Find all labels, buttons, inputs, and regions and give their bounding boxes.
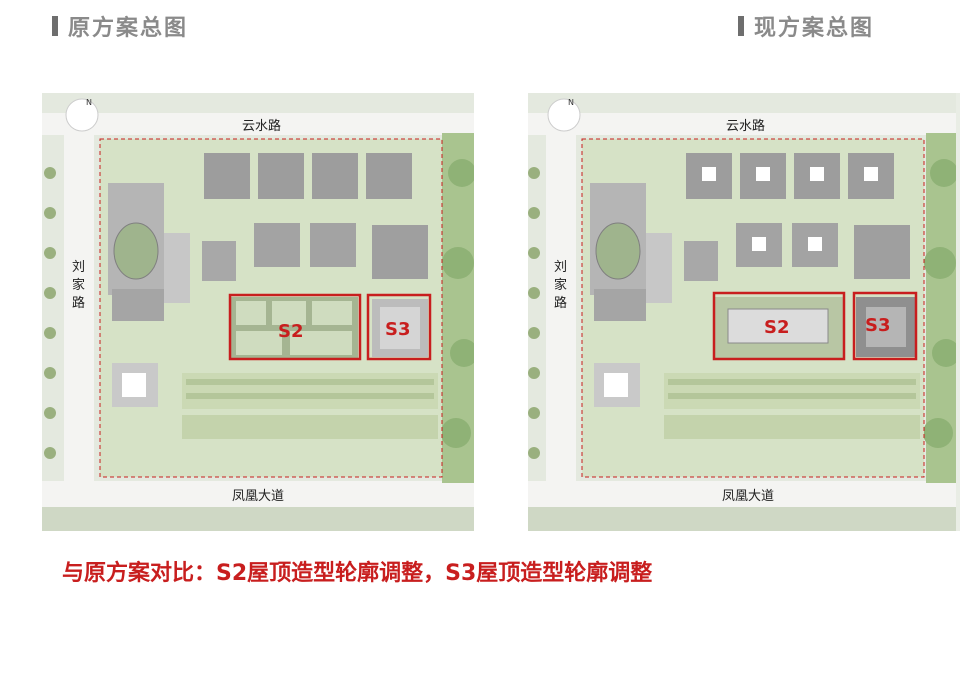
south-road [528,481,956,507]
heading-text: 原方案总图 [68,16,189,41]
comparison-caption: 与原方案对比：S2屋顶造型轮廓调整，S3屋顶造型轮廓调整 [62,561,653,586]
heading-marker [738,16,744,36]
s3-label: S3 [385,319,411,340]
north-arrow-icon [65,98,99,132]
west-road [64,133,94,531]
north-arrow-label: N [568,98,574,107]
s3-highlight-box [366,293,432,361]
site-plan-drawing: N [42,93,474,531]
s2-highlight-box [712,291,846,361]
s2-label: S2 [764,317,790,338]
road-label-west: 刘家路 [554,260,567,311]
current-plan-heading: 现方案总图 [738,10,874,42]
original-site-plan: N [42,93,474,531]
north-road [42,113,474,135]
road-label-north: 云水路 [726,118,765,134]
heading-text: 现方案总图 [754,16,875,41]
north-road [528,113,956,135]
current-site-plan: N 云水路 凤凰大道 刘家路 S2 S3 [528,93,960,531]
road-label-south: 凤凰大道 [722,489,774,504]
north-arrow-icon [547,98,581,132]
north-arrow-label: N [86,98,92,107]
s2-highlight-box [228,293,362,361]
s3-label: S3 [865,315,891,336]
site-plan-drawing: N 云水路 凤凰大道 刘家路 S2 S3 [528,93,956,531]
west-road [546,133,576,531]
road-label-north: 云水路 [242,118,281,134]
road-label-south: 凤凰大道 [232,489,284,504]
s3-highlight-box [852,291,918,361]
s2-label: S2 [278,321,304,342]
heading-marker [52,16,58,36]
south-road [42,481,474,507]
original-plan-heading: 原方案总图 [52,10,188,42]
road-label-west: 刘家路 [72,260,85,311]
